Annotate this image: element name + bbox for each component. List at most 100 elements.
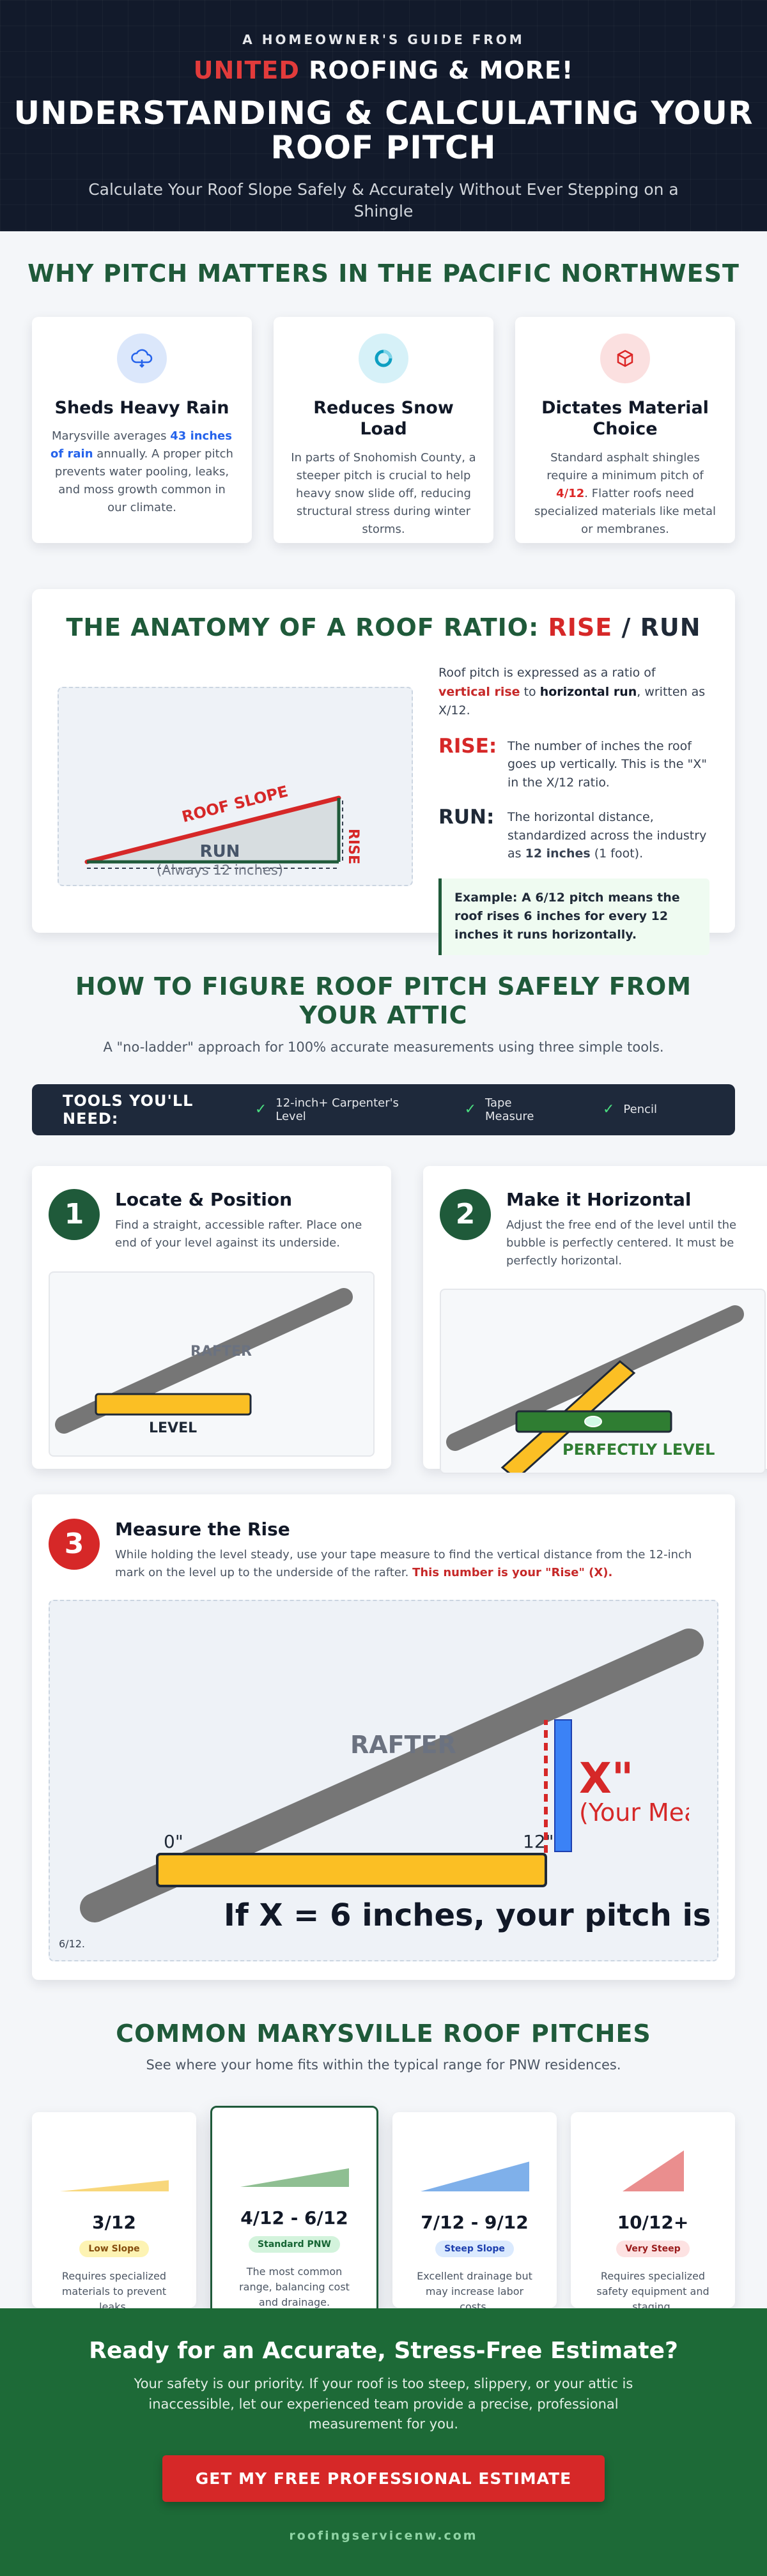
website-link[interactable]: roofingservicenw.com [289, 2528, 478, 2543]
run-definition: RUN: The horizontal distance, standardiz… [438, 806, 707, 861]
howto-heading: HOW TO FIGURE ROOF PITCH SAFELY FROM YOU… [75, 972, 692, 1030]
step-text: Adjust the free end of the level until t… [506, 1218, 737, 1268]
step-1-card: 1 Locate & Position Find a straight, acc… [32, 1165, 391, 1469]
check-icon: ✓ [464, 1101, 476, 1118]
step-3-card: 3 Measure the Rise While holding the lev… [32, 1494, 735, 1980]
why-section: WHY PITCH MATTERS IN THE PACIFIC NORTHWE… [0, 231, 767, 543]
brand-name: UNITED ROOFING & MORE! [0, 56, 767, 84]
card-title: Reduces Snow Load [313, 397, 454, 440]
howto-section: HOW TO FIGURE ROOF PITCH SAFELY FROM YOU… [0, 933, 767, 1980]
step-text: While holding the level steady, use your… [115, 1547, 692, 1579]
step-number: 1 [49, 1188, 100, 1240]
why-heading: WHY PITCH MATTERS IN THE PACIFIC NORTHWE… [27, 259, 740, 288]
card-material-choice: Dictates Material Choice Standard asphal… [515, 316, 735, 543]
tools-bar: TOOLS YOU'LL NEED: ✓12-inch+ Carpenter's… [32, 1084, 735, 1135]
step-number: 3 [49, 1518, 100, 1570]
perfectly-level-label: PERFECTLY LEVEL [562, 1441, 715, 1459]
cta-title: Ready for an Accurate, Stress-Free Estim… [89, 2338, 678, 2364]
tool-pencil: ✓Pencil [602, 1101, 657, 1118]
card-text: In parts of Snohomish County, a steeper … [291, 451, 476, 536]
status-badge: Steep Slope [435, 2241, 514, 2258]
step-title: Measure the Rise [115, 1518, 290, 1540]
pitch-ramp-icon [420, 2161, 529, 2192]
pitch-card-standard: 4/12 - 6/12 Standard PNW The most common… [210, 2106, 378, 2315]
result-statement: If X = 6 inches, your pitch is [224, 1897, 711, 1933]
card-heavy-rain: Sheds Heavy Rain Marysville averages 43 … [32, 316, 252, 543]
card-title: Dictates Material Choice [541, 397, 709, 440]
page-subtitle: Calculate Your Roof Slope Safely & Accur… [88, 180, 679, 220]
brand-united: UNITED [193, 56, 300, 84]
rise-run-diagram: ROOF SLOPE RISE RUN (Always 12 inches) [58, 687, 413, 887]
rafter-label: RAFTER [350, 1731, 456, 1759]
run-label: RUN [200, 842, 240, 861]
status-badge: Very Steep [616, 2241, 690, 2258]
pitch-card-very-steep: 10/12+ Very Steep Requires specialized s… [571, 2112, 735, 2313]
x-label: X" [579, 1754, 633, 1803]
snowflake-icon [359, 333, 408, 383]
rise-label: RISE [345, 829, 361, 864]
pitch-ramp-icon [240, 2168, 349, 2188]
free-estimate-button[interactable]: GET MY FREE PROFESSIONAL ESTIMATE [162, 2455, 605, 2502]
zero-mark: 0" [164, 1831, 183, 1852]
anatomy-text: Roof pitch is expressed as a ratio of ve… [438, 664, 709, 955]
check-icon: ✓ [602, 1101, 615, 1118]
level-tool [156, 1852, 547, 1887]
tape-measure [554, 1719, 572, 1852]
anatomy-intro: Roof pitch is expressed as a ratio of ve… [438, 666, 706, 718]
anatomy-section: THE ANATOMY OF A ROOF RATIO: RISE / RUN … [32, 588, 735, 955]
step-3-illustration: RAFTER 0" 12" X" (Your Measurement) If X… [49, 1599, 718, 1961]
pitch-ramp-shape [622, 2150, 684, 2192]
status-badge: Standard PNW [249, 2236, 340, 2253]
hero-header: A HOMEOWNER'S GUIDE FROM UNITED ROOFING … [0, 0, 767, 231]
pitch-ramp-icon [622, 2150, 684, 2192]
howto-subtitle: A "no-ladder" approach for 100% accurate… [103, 1039, 664, 1055]
status-badge: Low Slope [79, 2241, 149, 2258]
cloud-rain-icon [117, 333, 167, 383]
step-1-illustration: RAFTER LEVEL [49, 1271, 375, 1457]
step-number: 2 [440, 1188, 491, 1240]
step-2-illustration: PERFECTLY LEVEL [440, 1289, 766, 1475]
pitch-ramp-shape [420, 2161, 529, 2192]
pitch-card-low: 3/12 Low Slope Requires specialized mate… [32, 2112, 196, 2313]
result-footnote: 6/12. [59, 1938, 85, 1950]
card-title: Sheds Heavy Rain [54, 397, 229, 418]
card-text: Marysville averages 43 inches of rain an… [50, 429, 233, 514]
why-cards: Sheds Heavy Rain Marysville averages 43 … [32, 316, 735, 543]
cta-text: Your safety is our priority. If your roo… [134, 2376, 633, 2432]
pitch-cards: 3/12 Low Slope Requires specialized mate… [32, 2106, 735, 2315]
rise-definition: RISE: The number of inches the roof goes… [438, 734, 707, 790]
tool-tape: ✓Tape Measure [464, 1096, 534, 1123]
step-text: Find a straight, accessible rafter. Plac… [115, 1218, 362, 1250]
level-label: LEVEL [149, 1420, 197, 1436]
run-note: (Always 12 inches) [157, 862, 283, 878]
cube-icon [600, 333, 650, 383]
roof-slope-line [84, 795, 341, 864]
tools-label: TOOLS YOU'LL NEED: [63, 1091, 194, 1128]
anatomy-heading: THE ANATOMY OF A ROOF RATIO: RISE / RUN [66, 613, 701, 641]
step-2-card: 2 Make it Horizontal Adjust the free end… [423, 1165, 767, 1475]
pitch-ramp-icon [59, 2180, 169, 2192]
step-title: Make it Horizontal [506, 1188, 692, 1210]
rafter-label: RAFTER [190, 1344, 252, 1360]
twelve-mark: 12" [523, 1831, 554, 1852]
brand-rest: ROOFING & MORE! [299, 56, 574, 84]
pitch-ramp-shape [240, 2168, 349, 2188]
step-title: Locate & Position [115, 1188, 293, 1210]
common-heading: COMMON MARYSVILLE ROOF PITCHES [116, 2019, 651, 2048]
steps-row: 1 Locate & Position Find a straight, acc… [32, 1165, 767, 1475]
pitch-example: Example: A 6/12 pitch means the roof ris… [438, 878, 709, 955]
anatomy-body: ROOF SLOPE RISE RUN (Always 12 inches) R… [32, 664, 735, 955]
cta-section: Ready for an Accurate, Stress-Free Estim… [0, 2308, 767, 2576]
pitch-ramp-shape [59, 2180, 169, 2192]
check-icon: ✓ [254, 1101, 267, 1118]
pitch-card-steep: 7/12 - 9/12 Steep Slope Excellent draina… [392, 2112, 557, 2313]
common-subtitle: See where your home fits within the typi… [146, 2057, 621, 2073]
hero-kicker: A HOMEOWNER'S GUIDE FROM [242, 32, 525, 47]
tool-level: ✓12-inch+ Carpenter's Level [254, 1096, 399, 1123]
page-title: UNDERSTANDING & CALCULATING YOUR ROOF PI… [13, 95, 754, 166]
card-text: Standard asphalt shingles require a mini… [534, 451, 716, 536]
bubble-icon [584, 1416, 602, 1428]
common-pitches-section: COMMON MARYSVILLE ROOF PITCHES See where… [0, 1980, 767, 2315]
card-snow-load: Reduces Snow Load In parts of Snohomish … [274, 316, 493, 543]
